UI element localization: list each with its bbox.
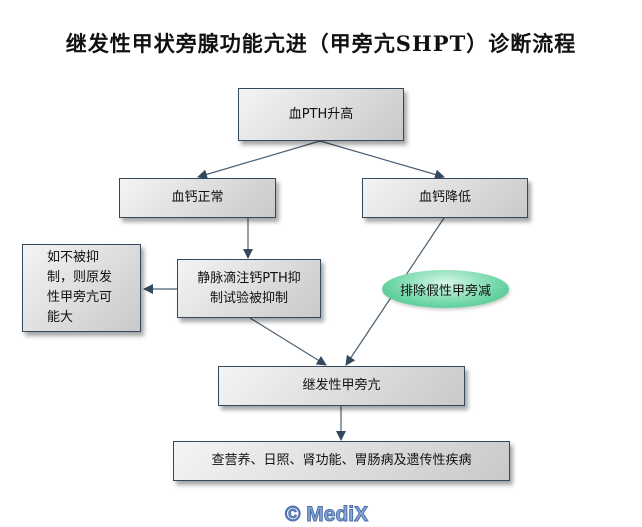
watermark-logo: © MediX [284, 503, 369, 527]
node-secondary-hpt: 继发性甲旁亢 [218, 366, 465, 406]
arrow-pth-to-low [319, 140, 445, 180]
node-not-suppressed: 如不被抑制，则原发性甲旁亢可能大 [22, 244, 141, 332]
node-pth-high: 血PTH升高 [238, 88, 404, 141]
arrow-pth-to-normal [197, 140, 321, 180]
node-exclude-pseudohypoparathyroidism: 排除假性甲旁减 [382, 270, 509, 308]
arrow-test-to-secondary [249, 317, 327, 366]
node-calcium-low: 血钙降低 [362, 178, 528, 218]
node-calcium-normal: 血钙正常 [119, 178, 276, 218]
page-title: 继发性甲状旁腺功能亢进（甲旁亢SHPT）诊断流程 [65, 31, 577, 56]
node-further-checks: 查营养、日照、肾功能、胃肠病及遗传性疾病 [173, 441, 510, 481]
node-iv-suppression-test: 静脉滴注钙PTH抑制试验被抑制 [177, 259, 321, 318]
